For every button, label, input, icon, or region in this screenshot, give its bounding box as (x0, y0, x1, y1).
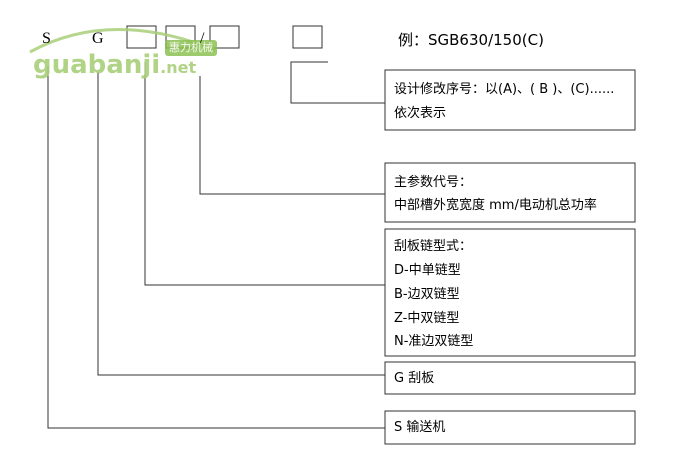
code-letter-g: G (92, 30, 104, 47)
code-slash: / (200, 30, 205, 47)
chain-type-option: B-边双链型 (394, 287, 460, 302)
watermark-text: guabanji (33, 50, 161, 80)
box-scraper-frame (384, 361, 636, 395)
box-design-revision-line2: 依次表示 (394, 106, 447, 121)
connector-scraper (97, 72, 385, 376)
box-design-revision-frame (384, 69, 636, 131)
chain-type-option: D-中单链型 (394, 263, 461, 278)
watermark-suffix: .net (160, 58, 197, 77)
box-chain-type-frame (384, 228, 636, 357)
box-design-revision-line1: 设计修改序号：以(A)、( B )、(C)...... (394, 82, 615, 97)
code-square-1 (126, 25, 157, 49)
code-square-4 (292, 25, 323, 49)
connector-design-revision (290, 61, 385, 104)
code-letter-s: S (42, 30, 51, 47)
watermark-badge: 惠力机械 (169, 41, 213, 54)
code-square-3 (209, 25, 240, 49)
box-scraper-label: G 刮板 (394, 371, 435, 386)
box-main-parameter-frame (384, 162, 636, 223)
connector-conveyor (47, 66, 385, 429)
example-model: 例：SGB630/150(C) (398, 31, 544, 49)
box-main-parameter-line1: 主参数代号： (394, 175, 473, 190)
chain-type-option: N-准边双链型 (394, 334, 474, 349)
connector-main-parameter (199, 76, 385, 195)
connector-chain-type (144, 62, 385, 286)
box-main-parameter-line2: 中部槽外宽宽度 mm/电动机总功率 (394, 198, 597, 213)
watermark-logo: guabanji.net (33, 50, 196, 83)
box-chain-type-title: 刮板链型式： (394, 239, 473, 254)
box-conveyor-label: S 输送机 (394, 420, 446, 435)
watermark-badge-bg (165, 40, 217, 56)
chain-type-option: Z-中双链型 (394, 311, 460, 326)
